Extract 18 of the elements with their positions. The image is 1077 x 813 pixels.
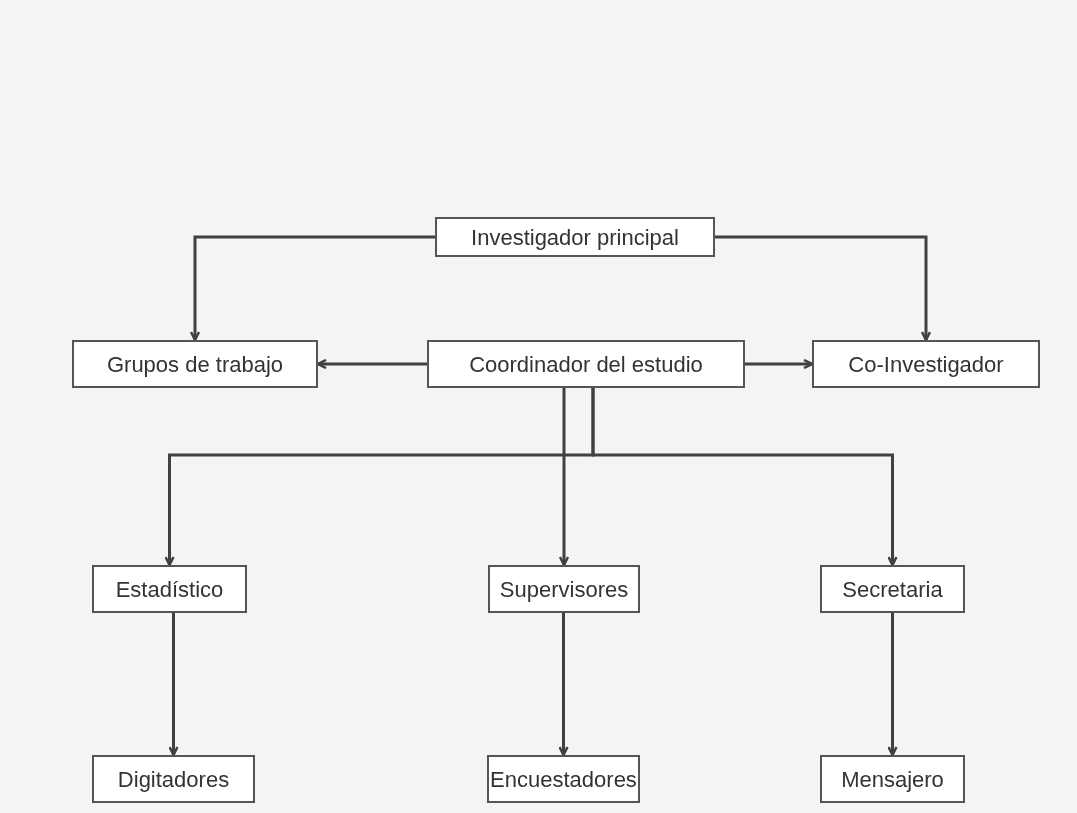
connector-arrow <box>591 388 898 567</box>
connector-arrow <box>715 235 932 342</box>
role-box: Investigador principal <box>435 217 715 257</box>
role-box: Supervisores <box>488 565 640 613</box>
role-box: Estadístico <box>92 565 247 613</box>
role-box: Co-Investigador <box>812 340 1040 388</box>
connector-arrow <box>887 613 898 757</box>
connector-arrow <box>558 613 569 757</box>
role-box: Coordinador del estudio <box>427 340 745 388</box>
role-box: Secretaria <box>820 565 965 613</box>
connector-arrow <box>745 358 814 370</box>
connector-arrow <box>189 235 435 342</box>
role-box: Mensajero <box>820 755 965 803</box>
connector-arrow <box>558 388 570 567</box>
role-box: Grupos de trabajo <box>72 340 318 388</box>
role-box: Digitadores <box>92 755 255 803</box>
role-box: Encuestadores <box>487 755 640 803</box>
connector-arrow <box>168 613 179 757</box>
